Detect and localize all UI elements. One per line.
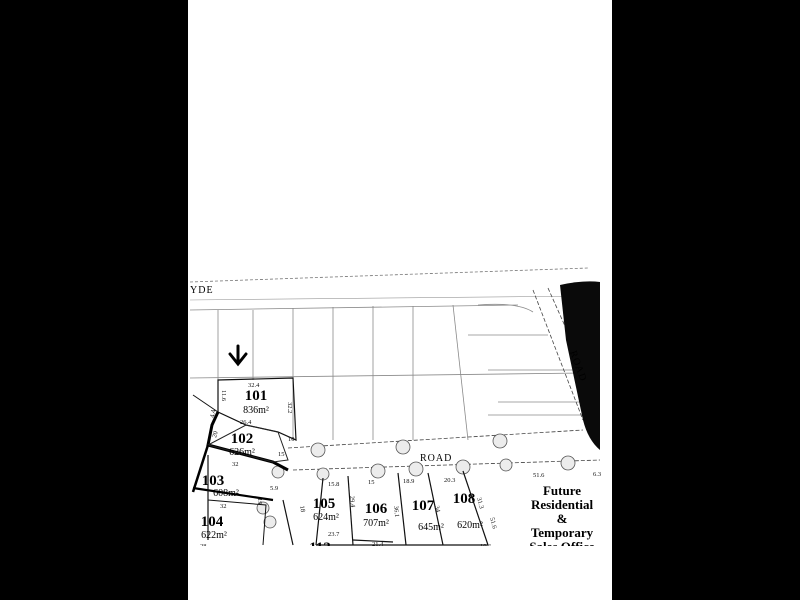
street-label-top: YDE — [190, 285, 214, 296]
tree-3 — [492, 433, 508, 449]
lot-108-area: 620m² — [457, 520, 483, 531]
dim-107-right: 34 — [433, 505, 441, 513]
lot-102-area: 626m² — [229, 447, 255, 458]
dim-106-bottom: 21.4 — [372, 541, 384, 548]
future-line-4: Temporary — [531, 525, 594, 540]
lower-lot-boundaries — [282, 470, 489, 546]
street-trees — [256, 433, 576, 529]
future-line-1: Future — [543, 483, 581, 498]
lot-106-area: 707m² — [363, 518, 389, 529]
subdivision-map: ROAD ROAD — [188, 267, 612, 600]
dim-102-splay: 4.4 — [209, 408, 217, 418]
dim-102-corner: 15 — [278, 451, 285, 458]
dim-future-top: 51.6 — [533, 472, 545, 479]
lot-103-number: 103 — [202, 473, 225, 489]
lot-104-boundary — [207, 499, 267, 546]
lot-104-area: 622m² — [201, 530, 227, 541]
tree-8 — [499, 458, 513, 472]
lot-102-boundary — [206, 424, 289, 463]
dim-103-right: 19 — [256, 498, 263, 505]
lot-102-number: 102 — [231, 431, 254, 447]
road-label-main: ROAD — [420, 453, 452, 464]
street-boundary-top — [189, 267, 589, 283]
lot-108-number: 108 — [453, 491, 476, 507]
dim-101-bottom: 26.4 — [240, 419, 252, 426]
lot-101-area: 836m² — [243, 405, 269, 416]
tree-7 — [455, 459, 471, 475]
dim-101-top: 32.4 — [248, 382, 260, 389]
tree-2 — [395, 439, 411, 455]
tree-5 — [370, 463, 386, 479]
left-heavy-line — [191, 444, 210, 493]
dim-107-top: 18.9 — [403, 478, 414, 485]
dim-106-top: 15 — [368, 479, 375, 486]
dim-105-bottom: 23.7 — [328, 531, 340, 538]
dim-105-right: 29.4 — [348, 496, 356, 509]
dim-108-top: 20.3 — [444, 477, 455, 484]
dim-102-right: 10 — [288, 436, 295, 443]
tree-1 — [310, 442, 326, 458]
lot-101-number: 101 — [245, 388, 268, 404]
main-road-edges — [287, 429, 601, 471]
dim-corner: 6.3 — [593, 471, 601, 478]
future-residential-label: Future Residential & Temporary Sales Off… — [529, 483, 595, 554]
dim-102-left: 20 — [211, 430, 219, 438]
dim-104-top: 32 — [220, 503, 227, 510]
future-line-3: & — [557, 511, 568, 526]
street-boundary-top-inner — [189, 295, 589, 301]
lot-103-104-heavy-line — [192, 486, 274, 502]
lot-107-number: 107 — [412, 498, 435, 514]
lot-101-left-edge — [192, 394, 219, 413]
dim-105-left: 18 — [298, 505, 306, 513]
dim-108-right: 31.3 — [475, 497, 485, 510]
lot-105-number: 105 — [313, 496, 336, 512]
dark-strip-right — [560, 281, 600, 450]
arrow-down-icon — [228, 344, 248, 367]
dim-101-left: 11.6 — [220, 390, 227, 402]
lot-106-number: 106 — [365, 501, 388, 517]
dim-105-top: 15.8 — [328, 481, 339, 488]
lot-103-area: 608m² — [213, 488, 239, 499]
tree-9 — [560, 455, 576, 471]
dim-108-outer: 51.6 — [488, 517, 498, 531]
dim-101-right: 32.2 — [286, 402, 293, 413]
lot-105-area: 624m² — [313, 512, 339, 523]
dim-103-top: 32 — [232, 461, 239, 468]
future-line-2: Residential — [531, 497, 594, 512]
upper-lot-grid — [189, 303, 584, 441]
plan-sheet: ROAD ROAD — [188, 0, 612, 600]
lot-104-number: 104 — [201, 514, 224, 530]
bottom-crop — [188, 546, 612, 600]
lot-107-area: 645m² — [418, 522, 444, 533]
tree-6 — [408, 461, 424, 477]
tree-12 — [263, 515, 277, 529]
dim-106-right: 36.1 — [392, 505, 400, 517]
dim-chord: 5.9 — [270, 485, 278, 492]
